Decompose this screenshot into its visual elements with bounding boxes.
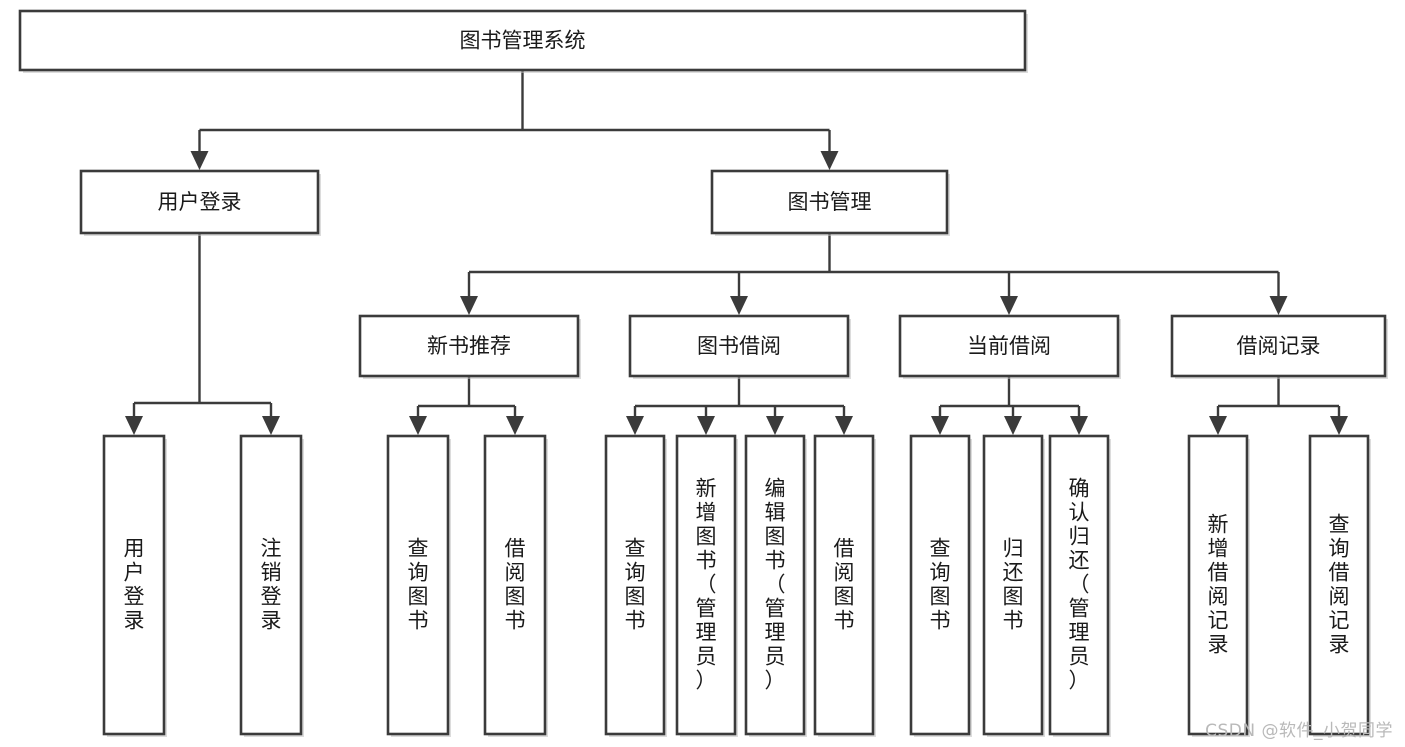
connector-group — [1209, 376, 1348, 435]
node-leaf-query-book-1[interactable]: 查询图书 — [386, 434, 451, 737]
connector-group — [190, 70, 839, 170]
node-rect[interactable] — [898, 314, 1120, 378]
node-leaf-logout[interactable]: 注销登录 — [239, 434, 304, 737]
node-rect[interactable] — [628, 314, 850, 378]
connector-group — [460, 233, 1288, 315]
node-leaf-user-login[interactable]: 用户登录 — [102, 434, 167, 737]
node-rect[interactable] — [1048, 434, 1110, 736]
node-leaf-borrow-book-1[interactable]: 借阅图书 — [483, 434, 548, 737]
node-label: 图书管理系统 — [460, 29, 586, 53]
node-rect[interactable] — [102, 434, 166, 736]
node-label: 借阅图书 — [505, 537, 526, 633]
node-rect[interactable] — [1187, 434, 1249, 736]
node-label: 新增借阅记录 — [1208, 513, 1229, 657]
node-rect[interactable] — [604, 434, 666, 736]
node-label: 借阅记录 — [1237, 334, 1321, 358]
node-leaf-query-book-2[interactable]: 查询图书 — [604, 434, 667, 737]
connectors-layer — [125, 70, 1348, 435]
node-book-borrow[interactable]: 图书借阅 — [628, 314, 851, 379]
node-rect[interactable] — [483, 434, 547, 736]
node-label: 查询图书 — [408, 537, 429, 633]
node-rect[interactable] — [18, 9, 1027, 72]
node-new-book-recommend[interactable]: 新书推荐 — [358, 314, 581, 379]
node-rect[interactable] — [1308, 434, 1370, 736]
node-label: 编辑图书（管理员） — [765, 477, 786, 693]
node-label: 新书推荐 — [427, 334, 511, 358]
node-rect[interactable] — [909, 434, 971, 736]
node-leaf-confirm-return[interactable]: 确认归还（管理员） — [1048, 434, 1111, 737]
node-rect[interactable] — [744, 434, 806, 736]
node-label: 归还图书 — [1003, 537, 1024, 633]
node-rect[interactable] — [239, 434, 303, 736]
node-leaf-add-book[interactable]: 新增图书（管理员） — [675, 434, 738, 737]
node-rect[interactable] — [982, 434, 1044, 736]
node-rect[interactable] — [386, 434, 450, 736]
connector-group — [626, 376, 853, 435]
node-label: 查询图书 — [625, 537, 646, 633]
node-leaf-borrow-book-2[interactable]: 借阅图书 — [813, 434, 876, 737]
connector-group — [931, 376, 1088, 435]
node-book-manage[interactable]: 图书管理 — [710, 169, 950, 236]
node-label: 新增图书（管理员） — [696, 477, 717, 693]
node-leaf-return-book[interactable]: 归还图书 — [982, 434, 1045, 737]
node-borrow-record[interactable]: 借阅记录 — [1170, 314, 1388, 379]
node-label: 查询借阅记录 — [1329, 513, 1350, 657]
node-leaf-query-record[interactable]: 查询借阅记录 — [1308, 434, 1371, 737]
node-rect[interactable] — [813, 434, 875, 736]
node-leaf-edit-book[interactable]: 编辑图书（管理员） — [744, 434, 807, 737]
node-rect[interactable] — [1170, 314, 1387, 378]
node-rect[interactable] — [358, 314, 580, 378]
node-label: 注销登录 — [261, 537, 282, 633]
node-leaf-query-book-3[interactable]: 查询图书 — [909, 434, 972, 737]
node-label: 查询图书 — [930, 537, 951, 633]
node-rect[interactable] — [675, 434, 737, 736]
node-current-borrow[interactable]: 当前借阅 — [898, 314, 1121, 379]
node-label: 图书借阅 — [697, 334, 781, 358]
nodes-layer: 图书管理系统用户登录图书管理新书推荐图书借阅当前借阅借阅记录用户登录注销登录查询… — [18, 9, 1388, 737]
node-label: 用户登录 — [124, 537, 145, 633]
node-label: 当前借阅 — [967, 334, 1051, 358]
node-rect[interactable] — [79, 169, 320, 235]
node-label: 用户登录 — [158, 190, 242, 214]
node-label: 确认归还（管理员） — [1069, 477, 1090, 693]
node-leaf-add-record[interactable]: 新增借阅记录 — [1187, 434, 1250, 737]
node-label: 图书管理 — [788, 190, 872, 214]
node-rect[interactable] — [710, 169, 949, 235]
node-label: 借阅图书 — [834, 537, 855, 633]
connector-group — [409, 376, 524, 435]
node-root[interactable]: 图书管理系统 — [18, 9, 1028, 73]
connector-group — [125, 233, 280, 435]
node-user-login[interactable]: 用户登录 — [79, 169, 321, 236]
